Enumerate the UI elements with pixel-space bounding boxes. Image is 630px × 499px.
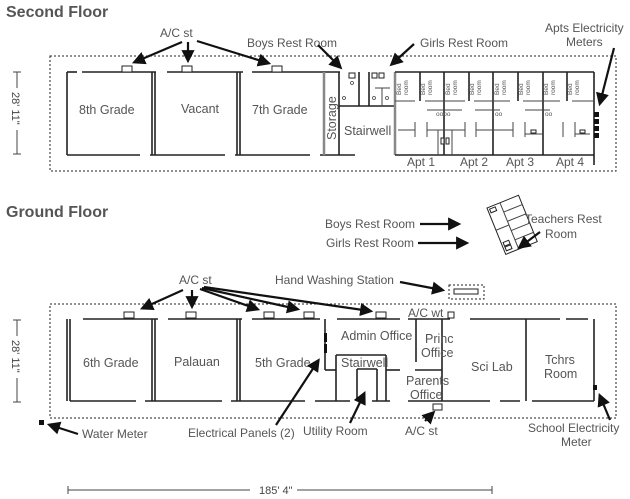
room-stairwell: Stairwell [341, 356, 388, 370]
bedroom-labels: Bedroom Bedroom Bedroom Bedroom Bedroom Bedro… [396, 80, 581, 95]
room-5th-grade: 5th Grade [255, 356, 311, 370]
room-stairwell: Stairwell [344, 124, 391, 138]
room-8th-grade: 8th Grade [79, 103, 135, 117]
apts-electricity-meters-callout: Apts Electricity [545, 21, 624, 35]
room-admin-office: Admin Office [341, 329, 412, 343]
svg-text:Meters: Meters [566, 35, 603, 49]
bedroom-label: Bedroom [420, 80, 434, 95]
room-sci-lab: Sci Lab [471, 360, 513, 374]
school-electricity-meter-callout: School Electricity [528, 421, 619, 435]
second-floor-title: Second Floor [6, 4, 108, 21]
hand-washing-station-area [448, 284, 485, 300]
utility-room-callout: Utility Room [303, 424, 368, 438]
apt-2-label: Apt 2 [460, 155, 488, 169]
ac-unit [121, 65, 133, 73]
apt-4-label: Apt 4 [556, 155, 584, 169]
water-meter-callout: Water Meter [82, 427, 148, 441]
second-floor-walls: oooo oo oo [66, 71, 599, 165]
svg-text:28' 11": 28' 11" [9, 92, 21, 125]
ground-floor-walls [66, 318, 597, 402]
room-palauan: Palauan [174, 355, 220, 369]
bedroom-label: Bedroom [518, 80, 532, 95]
ac-unit [375, 311, 387, 319]
boys-rest-room-callout: Boys Rest Room [325, 217, 415, 231]
ac-st-callout-top: A/C st [179, 273, 212, 287]
girls-rest-room-callout: Girls Rest Room [326, 236, 414, 250]
ac-unit [303, 311, 315, 319]
bedroom-label: Bedroom [445, 80, 459, 95]
ac-unit [271, 65, 283, 73]
ac-unit [123, 311, 135, 319]
room-vacant: Vacant [181, 102, 220, 116]
girls-rest-room-callout: Girls Rest Room [420, 36, 508, 50]
bedroom-label: Bedroom [543, 80, 557, 95]
room-7th-grade: 7th Grade [252, 103, 308, 117]
bedroom-label: Bedroom [494, 80, 508, 95]
teachers-rest-room-callout: Teachers Rest [525, 212, 602, 226]
electrical-panels-callout: Electrical Panels (2) [188, 426, 295, 440]
ac-unit [185, 311, 197, 319]
svg-text:185' 4": 185' 4" [259, 485, 293, 497]
boys-rest-room-callout: Boys Rest Room [247, 36, 337, 50]
ground-floor-title: Ground Floor [6, 204, 108, 221]
bedroom-label: Bedroom [469, 80, 483, 95]
room-parents-office: Parents [406, 374, 449, 388]
second-floor-boundary [49, 55, 617, 172]
apt-3-label: Apt 3 [506, 155, 534, 169]
water-meter-icon [39, 420, 44, 425]
ac-unit [181, 65, 193, 73]
ac-st-callout: A/C st [160, 26, 193, 40]
apt-1-label: Apt 1 [407, 155, 435, 169]
svg-text:Meter: Meter [561, 435, 592, 449]
ac-st-callout-bottom: A/C st [405, 424, 438, 438]
svg-text:Room: Room [544, 367, 577, 381]
ac-unit [263, 311, 275, 319]
svg-text:oooo: oooo [436, 111, 451, 118]
svg-text:oo: oo [495, 111, 503, 118]
svg-text:oo: oo [545, 111, 553, 118]
hand-washing-station-callout: Hand Washing Station [275, 273, 394, 287]
ac-wt-callout: A/C wt [408, 306, 444, 320]
ac-wt-unit [447, 311, 455, 319]
svg-text:Office: Office [421, 346, 453, 360]
ac-unit [432, 403, 443, 411]
room-6th-grade: 6th Grade [83, 356, 139, 370]
room-princ-office: Princ [425, 332, 453, 346]
svg-text:Office: Office [410, 388, 442, 402]
svg-text:28' 11": 28' 11" [9, 340, 21, 373]
bedroom-label: Bedroom [396, 80, 410, 95]
overall-length-dimension: 185' 4" [67, 485, 493, 497]
second-floor-height-dimension: 28' 11" [9, 71, 24, 155]
hand-washing-station [453, 288, 479, 295]
svg-text:Room: Room [545, 227, 577, 241]
room-storage: Storage [325, 96, 339, 140]
bedroom-label: Bedroom [567, 80, 581, 95]
ground-floor-height-dimension: 28' 11" [9, 319, 24, 403]
room-tchrs-room: Tchrs [545, 353, 575, 367]
